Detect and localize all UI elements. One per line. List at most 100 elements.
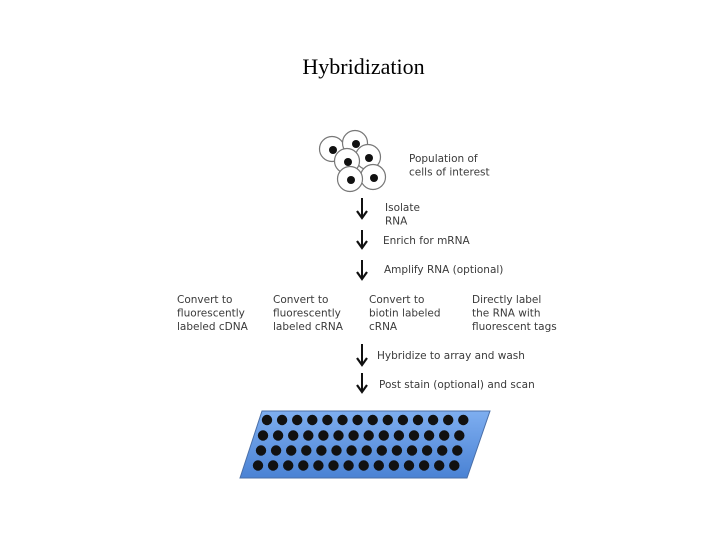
- down-arrow-icon: [356, 344, 368, 367]
- slide-title: Hybridization: [302, 54, 425, 79]
- cells-label: Population of cells of interest: [409, 153, 490, 179]
- array-spot: [272, 430, 284, 441]
- down-arrow-icon: [356, 373, 368, 394]
- down-arrow-icon: [356, 260, 368, 281]
- array-spot: [449, 460, 460, 471]
- step-isolate-rna-line: Isolate: [385, 202, 420, 214]
- array-spot: [443, 414, 454, 426]
- step-post-stain-line: Post stain (optional) and scan: [379, 379, 535, 391]
- option-cdna-line: fluorescently: [177, 308, 245, 320]
- option-biotin-crna-line: Convert to: [369, 294, 424, 306]
- cell-nucleus: [344, 158, 352, 166]
- cell: [359, 163, 387, 191]
- option-direct-label-line: fluorescent tags: [472, 321, 557, 333]
- array-spot: [427, 414, 439, 426]
- microarray-spots: [252, 414, 469, 471]
- array-spot: [328, 460, 339, 471]
- array-spot: [373, 460, 384, 471]
- cell-nucleus: [329, 146, 337, 154]
- cell: [354, 143, 382, 171]
- array-spot: [301, 445, 312, 456]
- array-spot: [348, 430, 359, 441]
- array-spot: [352, 414, 363, 426]
- array-spot: [270, 445, 282, 456]
- array-spot: [255, 445, 267, 456]
- step-hybridize: Hybridize to array and wash: [377, 350, 525, 362]
- flow-arrows: [356, 198, 368, 394]
- array-spot: [288, 430, 299, 441]
- step-amplify-rna-line: Amplify RNA (optional): [384, 264, 503, 276]
- array-spot: [267, 460, 279, 471]
- microarray: [239, 410, 491, 479]
- array-spot: [276, 414, 288, 426]
- array-spot: [313, 460, 324, 471]
- array-spot: [358, 460, 369, 471]
- array-spot: [346, 445, 357, 456]
- cell-nucleus: [352, 140, 360, 148]
- array-spot: [382, 414, 393, 426]
- array-spot: [406, 445, 418, 456]
- array-spot: [322, 414, 333, 426]
- cell-nucleus: [347, 176, 355, 184]
- array-spot: [421, 445, 433, 456]
- option-biotin-crna-line: cRNA: [369, 321, 398, 333]
- cell-nucleus: [365, 154, 373, 162]
- array-spot: [303, 430, 314, 441]
- cell-population: [318, 129, 387, 193]
- option-cdna-line: Convert to: [177, 294, 232, 306]
- array-spot: [403, 460, 415, 471]
- array-spot: [292, 414, 303, 426]
- array-spot: [316, 445, 327, 456]
- cell: [336, 165, 364, 193]
- array-spot: [363, 430, 374, 441]
- step-enrich-mrna-line: Enrich for mRNA: [383, 235, 470, 247]
- array-spot: [286, 445, 297, 456]
- option-fluorescent-crna-line: Convert to: [273, 294, 328, 306]
- step-hybridize-line: Hybridize to array and wash: [377, 350, 525, 362]
- step-enrich-mrna: Enrich for mRNA: [383, 235, 470, 247]
- array-spot: [261, 414, 273, 426]
- array-spot: [361, 445, 372, 456]
- array-spot: [337, 414, 348, 426]
- array-spot: [418, 460, 430, 471]
- array-spot: [458, 414, 469, 426]
- array-spot: [257, 430, 269, 441]
- array-spot: [252, 460, 264, 471]
- array-spot: [333, 430, 344, 441]
- option-fluorescent-crna-line: labeled cRNA: [273, 321, 344, 333]
- array-spot: [397, 414, 409, 426]
- cells-label-line: Population of: [409, 153, 478, 165]
- array-spot: [318, 430, 329, 441]
- array-spot: [378, 430, 389, 441]
- array-spot: [439, 430, 450, 441]
- array-spot: [452, 445, 463, 456]
- step-post-stain: Post stain (optional) and scan: [379, 379, 535, 391]
- option-direct-label-line: Directly label: [472, 294, 541, 306]
- down-arrow-icon: [356, 198, 368, 220]
- option-cdna-line: labeled cDNA: [177, 321, 249, 333]
- array-spot: [437, 445, 448, 456]
- array-spot: [388, 460, 400, 471]
- option-direct-label-line: the RNA with: [472, 308, 541, 320]
- array-spot: [454, 430, 465, 441]
- array-spot: [283, 460, 294, 471]
- cell-nucleus: [370, 174, 378, 182]
- cells-label-line: cells of interest: [409, 167, 490, 179]
- option-biotin-crna-line: biotin labeled: [369, 308, 441, 320]
- array-spot: [423, 430, 435, 441]
- array-spot: [376, 445, 387, 456]
- array-spot: [298, 460, 309, 471]
- array-spot: [367, 414, 378, 426]
- array-spot: [408, 430, 420, 441]
- array-spot: [412, 414, 424, 426]
- array-spot: [391, 445, 403, 456]
- array-spot: [331, 445, 342, 456]
- step-amplify-rna: Amplify RNA (optional): [384, 264, 503, 276]
